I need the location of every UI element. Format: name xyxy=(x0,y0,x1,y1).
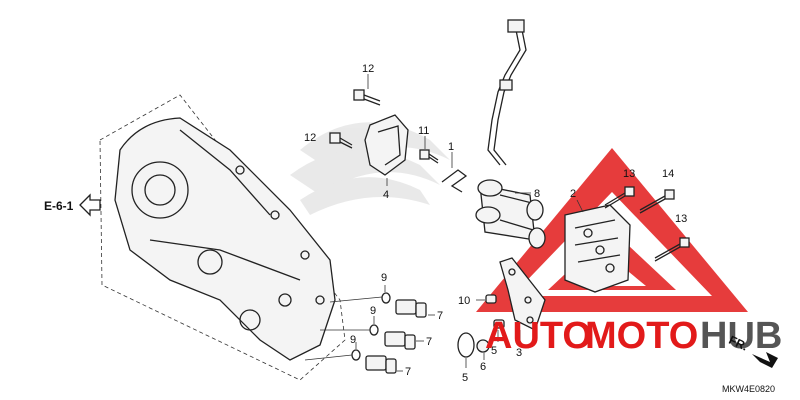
part-6-plug xyxy=(476,339,490,353)
bolt-14 xyxy=(639,189,675,214)
callout-9-c: 9 xyxy=(350,334,356,346)
diagram-code: MKW4E0820 xyxy=(722,384,775,394)
callout-10-bottom: 5 xyxy=(491,345,497,357)
part-2-valve-body xyxy=(564,204,631,293)
callout-11: 11 xyxy=(418,125,429,137)
callout-9-a: 9 xyxy=(381,272,387,284)
callout-2: 2 xyxy=(570,188,576,200)
part-4-cover xyxy=(364,114,409,176)
wm-hub: HUB xyxy=(700,315,782,357)
bolt-12-left xyxy=(329,132,353,149)
sensor-7-c xyxy=(365,355,397,374)
callout-13-top: 13 xyxy=(623,168,635,180)
sensor-7-b xyxy=(384,331,416,350)
cover-boundary xyxy=(99,94,346,381)
part-1-clip xyxy=(441,169,468,193)
reference-label: E-6-1 xyxy=(44,199,74,213)
callout-6: 6 xyxy=(480,361,486,373)
wm-auto: AUTO xyxy=(485,315,592,357)
part-5-gasket xyxy=(457,332,475,358)
crankcase-cover xyxy=(114,117,336,361)
wm-moto: MOTO xyxy=(585,315,698,357)
callout-1: 1 xyxy=(448,141,454,153)
oring-9-a xyxy=(381,292,391,304)
callout-13-right: 13 xyxy=(675,213,687,225)
bolt-13-top xyxy=(604,186,635,209)
callout-7-a: 7 xyxy=(437,310,443,322)
wire-harness xyxy=(487,19,527,166)
part-8-solenoid xyxy=(475,179,546,249)
callout-7-c: 7 xyxy=(405,366,411,378)
callout-14: 14 xyxy=(662,168,674,180)
callout-12-left: 12 xyxy=(304,132,316,144)
reference-arrow[interactable]: E-6-1 xyxy=(44,193,101,217)
bolt-11 xyxy=(419,149,439,164)
part-3-plate xyxy=(499,257,546,331)
bolt-13-right xyxy=(654,237,690,262)
automotohub-logo: AUTO MOTO HUB xyxy=(485,315,782,357)
callout-10-top: 10 xyxy=(458,295,470,307)
callout-4: 4 xyxy=(383,189,389,201)
callout-8: 8 xyxy=(534,188,540,200)
dowel-10-bottom xyxy=(493,319,505,329)
callout-9-b: 9 xyxy=(370,305,376,317)
callout-7-b: 7 xyxy=(426,336,432,348)
sensor-7-a xyxy=(395,299,427,318)
arrow-front-icon xyxy=(752,352,778,368)
callout-5-label: 5 xyxy=(462,372,468,384)
callout-3: 3 xyxy=(516,347,522,359)
oring-9-b xyxy=(369,324,379,336)
bolt-12-top xyxy=(353,89,381,106)
dowel-10-top xyxy=(485,294,497,304)
callout-12-top: 12 xyxy=(362,63,374,75)
oring-9-c xyxy=(351,349,361,361)
arrow-left-icon xyxy=(79,193,101,217)
